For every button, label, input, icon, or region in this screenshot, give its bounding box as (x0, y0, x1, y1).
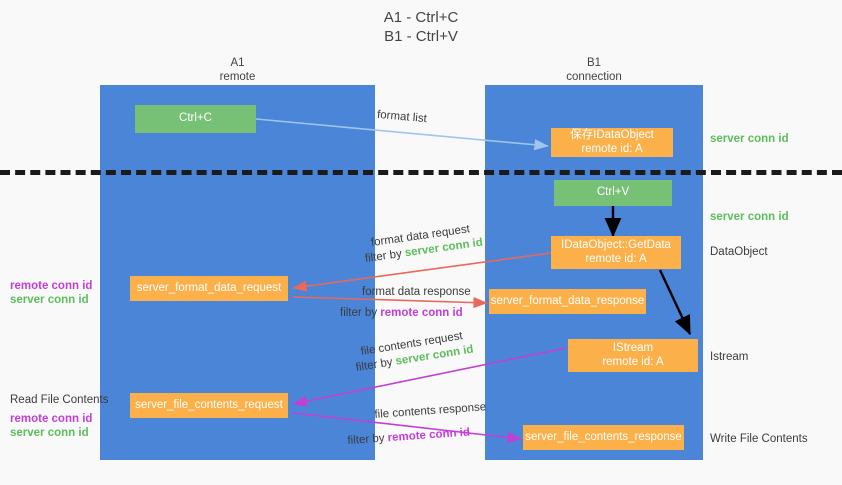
filter-by-text-2: filter by (340, 307, 378, 319)
label-read-file-contents: Read File Contents (10, 394, 109, 406)
box-ctrl-v[interactable]: Ctrl+V (554, 180, 672, 206)
box-server-format-data-request[interactable]: server_format_data_request (130, 276, 288, 301)
label-server-conn-id-mid: server conn id (710, 211, 789, 223)
box-ctrl-c[interactable]: Ctrl+C (135, 105, 256, 133)
label-format-list: format list (376, 108, 428, 126)
title-line-1: A1 - Ctrl+C (383, 9, 459, 26)
filter-by-text-1: filter by (364, 247, 403, 266)
box-save-idataobject-line2: remote id: A (581, 142, 643, 155)
box-istream[interactable]: IStream remote id: A (568, 339, 698, 372)
label-format-data-response-filter: filter by remote conn id (340, 306, 463, 320)
title-line-2: B1 - Ctrl+V (384, 28, 458, 45)
box-server-file-contents-request[interactable]: server_file_contents_request (130, 393, 288, 418)
box-getdata-line1: IDataObject::GetData (561, 239, 671, 251)
label-format-data-response: format data response (362, 286, 471, 298)
phase-divider (0, 170, 842, 175)
label-remote-conn-id-mid-text: remote conn id (10, 280, 93, 292)
box-getdata-line2: remote id: A (585, 252, 647, 265)
label-server-conn-id-top: server conn id (710, 133, 789, 145)
box-server-file-contents-request-label: server_file_contents_request (135, 398, 283, 411)
label-dataobject: DataObject (710, 246, 768, 258)
column-header-a1: A1 remote (100, 57, 375, 84)
label-istream: Istream (710, 351, 749, 363)
box-save-idataobject[interactable]: 保存IDataObject remote id: A (551, 128, 673, 157)
label-write-file-contents: Write File Contents (710, 433, 808, 445)
box-server-format-data-response-label: server_format_data_response (490, 294, 645, 307)
column-b1-sub: connection (566, 70, 622, 83)
label-remote-conn-id-bottom: remote conn id (10, 412, 92, 426)
column-a1-name: A1 (230, 57, 245, 69)
box-save-idataobject-line1: 保存IDataObject (570, 129, 654, 141)
column-a1-sub: remote (219, 70, 256, 83)
label-remote-conn-id-bottom-text: remote conn id (10, 413, 93, 425)
label-remote-conn-id-mid: remote conn id (10, 279, 92, 293)
column-b1-name: B1 (586, 57, 602, 69)
box-istream-line1: IStream (612, 342, 654, 354)
filter-remote-conn-id-1: remote conn id (380, 307, 463, 319)
label-server-conn-id-left-mid-text: server conn id (10, 294, 89, 306)
box-ctrl-c-line1: Ctrl+C (179, 112, 212, 125)
filter-by-text-4: filter by (347, 432, 385, 448)
label-server-conn-id-left-mid: server conn id (10, 293, 89, 307)
box-server-file-contents-response-label: server_file_contents_response (525, 430, 682, 443)
box-server-file-contents-response[interactable]: server_file_contents_response (523, 425, 684, 450)
page-title: A1 - Ctrl+C B1 - Ctrl+V (0, 8, 842, 46)
label-server-conn-id-left-bottom-text: server conn id (10, 427, 89, 439)
box-idataobject-getdata[interactable]: IDataObject::GetData remote id: A (551, 236, 681, 269)
column-header-b1: B1 connection (485, 57, 703, 84)
label-file-contents-response: file contents response (374, 401, 487, 422)
label-server-conn-id-left-bottom: server conn id (10, 426, 89, 440)
filter-remote-conn-id-2: remote conn id (387, 426, 471, 445)
box-server-format-data-response[interactable]: server_format_data_response (489, 289, 646, 314)
box-istream-line2: remote id: A (602, 355, 664, 368)
box-server-format-data-request-label: server_format_data_request (136, 281, 282, 294)
box-ctrl-v-line1: Ctrl+V (596, 186, 630, 199)
